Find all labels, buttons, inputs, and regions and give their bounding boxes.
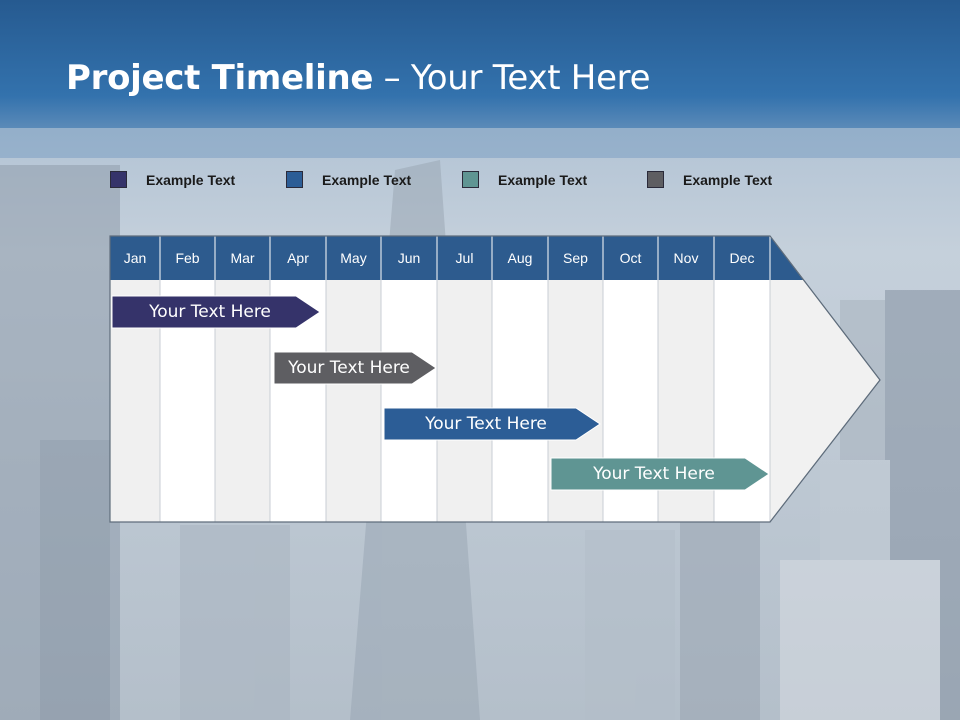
month-label-oct: Oct: [619, 250, 642, 266]
legend-swatch-1: [110, 171, 127, 188]
task-label-4: Your Text Here: [593, 464, 715, 484]
task-label-3: Your Text Here: [425, 414, 547, 434]
month-label-dec: Dec: [729, 250, 755, 266]
task-arrow-3: [383, 407, 601, 441]
legend-label-1: Example Text: [146, 172, 236, 188]
month-columns: [110, 280, 770, 522]
month-label-may: May: [340, 250, 367, 266]
task-arrow-2: [273, 351, 437, 385]
month-label-mar: Mar: [230, 250, 255, 266]
month-header-bar: [110, 236, 770, 280]
month-column-jul: [437, 280, 492, 522]
month-column-jun: [381, 280, 437, 522]
month-column-may: [326, 280, 381, 522]
month-label-apr: Apr: [287, 250, 309, 266]
timeline-reflection: [110, 524, 830, 720]
task-label-1: Your Text Here: [149, 302, 271, 322]
title-bold: Project Timeline: [66, 58, 374, 98]
task-arrow-4: [550, 457, 770, 491]
month-label-aug: Aug: [507, 250, 533, 266]
month-column-aug: [492, 280, 548, 522]
timeline-arrow-outline: [109, 235, 881, 523]
title-subtitle: – Your Text Here: [373, 58, 651, 98]
page-title: Project Timeline – Your Text Here: [66, 58, 651, 98]
legend-label-4: Example Text: [683, 172, 773, 188]
task-arrow-1: [111, 295, 321, 329]
task-label-2: Your Text Here: [288, 358, 410, 378]
month-label-jul: Jul: [455, 250, 474, 266]
month-label-feb: Feb: [175, 250, 200, 266]
timeline-reflection-shape: [110, 524, 845, 618]
legend-swatch-2: [286, 171, 303, 188]
month-label-jun: Jun: [397, 250, 421, 266]
legend-label-3: Example Text: [498, 172, 588, 188]
legend-label-2: Example Text: [322, 172, 412, 188]
month-label-nov: Nov: [673, 250, 699, 266]
legend-swatch-3: [462, 171, 479, 188]
month-label-sep: Sep: [563, 250, 588, 266]
legend-swatch-4: [647, 171, 664, 188]
month-label-jan: Jan: [123, 250, 147, 266]
